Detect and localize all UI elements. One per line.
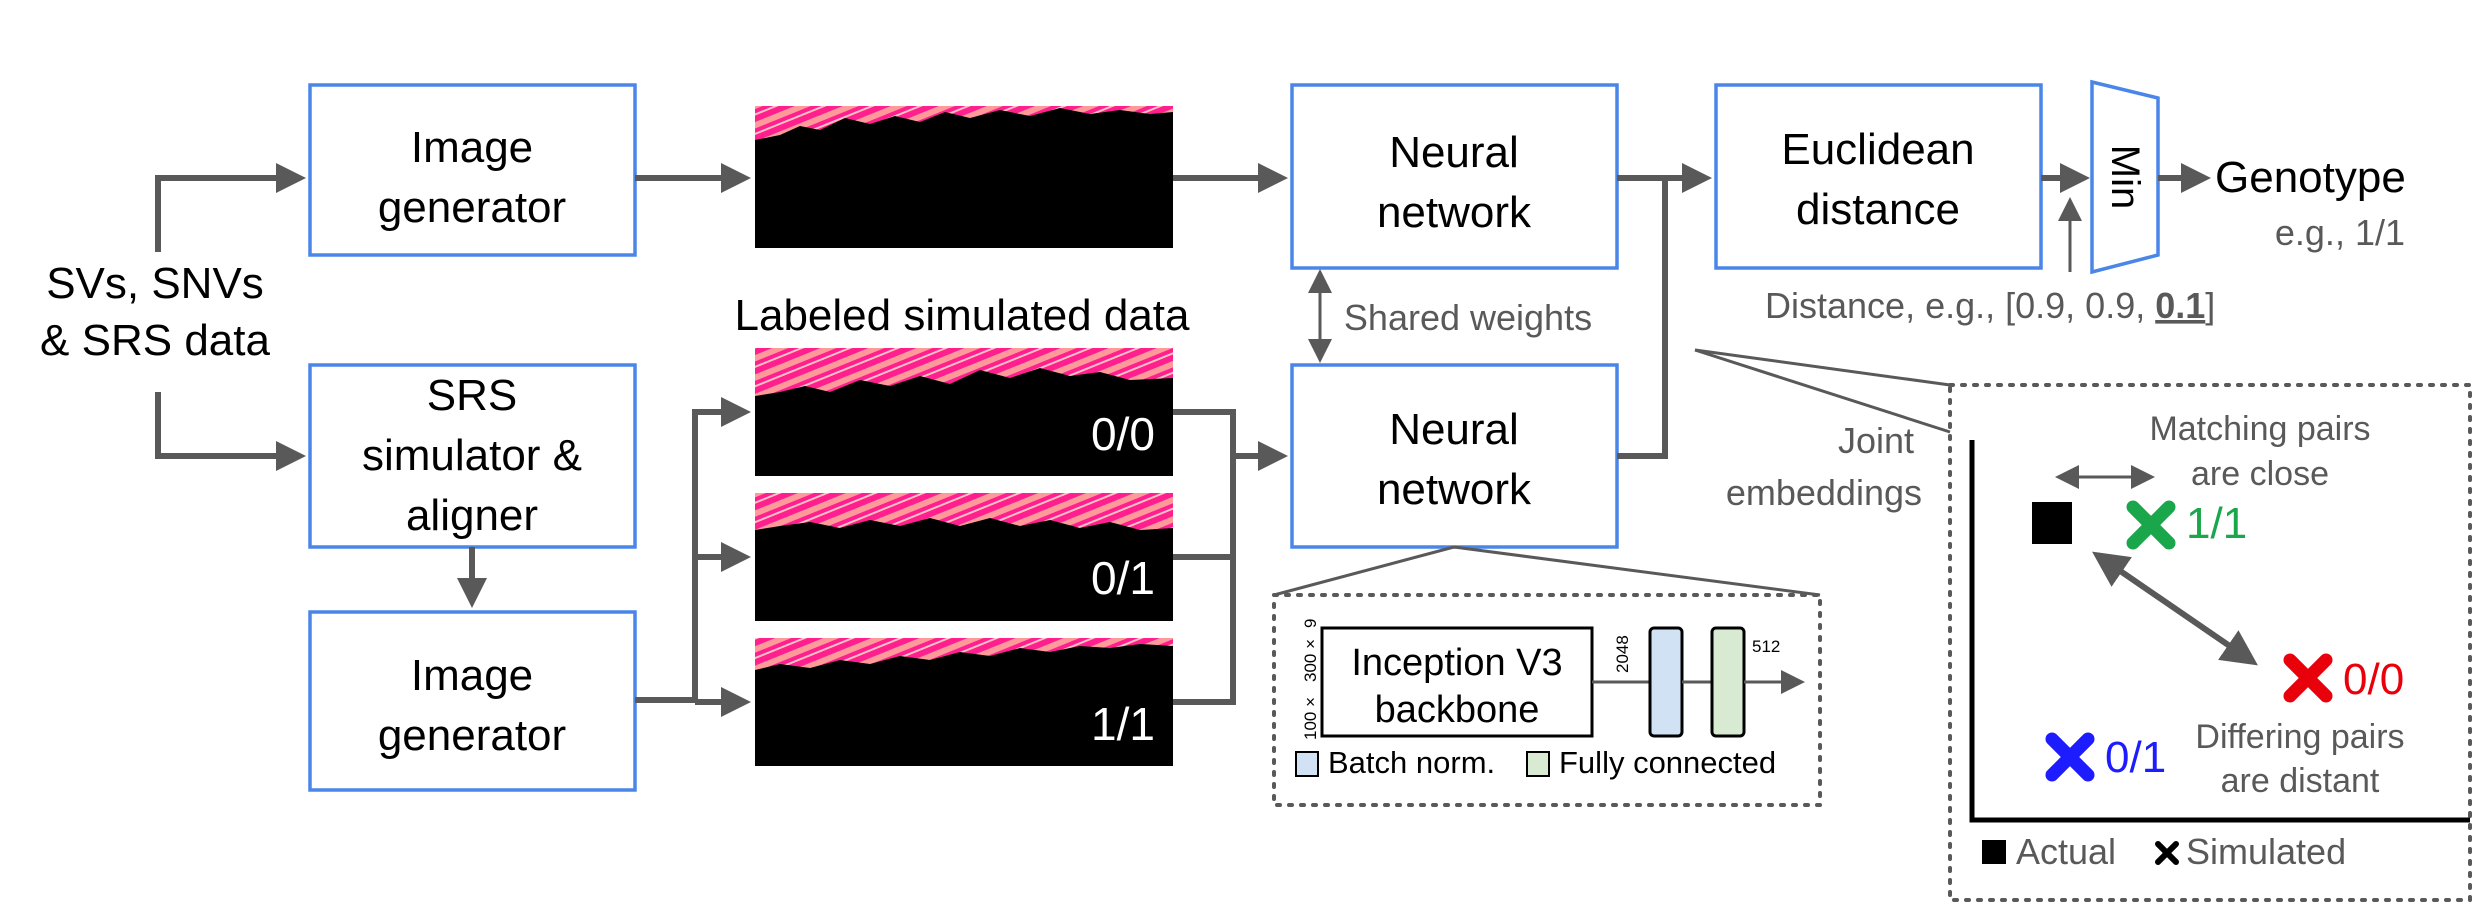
euclidean-distance-box: Euclidean distance [1714, 83, 2043, 270]
actual-point [2032, 502, 2072, 544]
labeled-simulated-title: Labeled simulated data [735, 291, 1191, 340]
genotype-label: Genotype [2215, 153, 2406, 202]
legend-fully-connected-swatch [1526, 751, 1550, 777]
backbone-frame [1272, 593, 1822, 807]
embedding-axes [1969, 440, 2470, 823]
backbone-dim-in-3: 9 [1301, 619, 1320, 628]
image-generator-bottom-line1: Image [411, 651, 533, 700]
distance-prefix: Distance, e.g., [0.9, 0.9, [1765, 285, 2155, 326]
legend-actual-square-icon [1982, 840, 2006, 864]
legend-actual: Actual [2016, 831, 2116, 872]
backbone-dim-in-2: 300 × [1301, 639, 1320, 682]
point-label-11: 1/1 [2186, 499, 2247, 548]
embedding-callout-bottom [1694, 348, 1951, 434]
shared-weights-label: Shared weights [1344, 297, 1592, 338]
simulated-image-11: 1/1 [755, 638, 1173, 766]
legend-fully-connected: Fully connected [1559, 745, 1776, 780]
differing-arrow [2092, 551, 2258, 666]
differing-line1: Differing pairs [2195, 718, 2404, 756]
srs-simulator-frame [308, 363, 637, 549]
distance-suffix: ] [2205, 285, 2215, 326]
image-generator-top-line2: generator [378, 183, 566, 232]
cross-01-icon [2045, 732, 2095, 782]
srs-simulator-line3: aligner [406, 491, 538, 540]
image-generator-top-box: Image generator [308, 83, 637, 257]
neural-network-top-line2: network [1377, 188, 1532, 237]
cross-00-icon [2283, 653, 2333, 703]
joint-embeddings-line1: Joint [1838, 420, 1914, 461]
neural-network-bottom-line1: Neural [1389, 405, 1519, 454]
inception-box [1320, 626, 1594, 738]
image-generator-bottom-line2: generator [378, 711, 566, 760]
embedding-frame [1948, 383, 2472, 902]
image-generator-top-frame [308, 83, 637, 257]
inception-line1: Inception V3 [1351, 642, 1562, 684]
min-trapezoid: Min [2090, 79, 2160, 275]
simulated-image-00: 0/0 [755, 348, 1173, 476]
min-label: Min [2103, 145, 2147, 209]
legend-simulated-cross-icon [2155, 841, 2179, 865]
image-generator-bottom-box: Image generator [308, 610, 637, 792]
legend-simulated: Simulated [2186, 831, 2346, 872]
inception-line2: backbone [1375, 689, 1540, 731]
neural-network-top-line1: Neural [1389, 128, 1519, 177]
backbone-callout-left [1273, 545, 1455, 597]
neural-network-top-box: Neural network [1290, 83, 1619, 270]
arrow-nn-bottom-up [1617, 178, 1668, 459]
flow-arrows [155, 163, 2211, 717]
backbone-dim-out: 512 [1752, 637, 1780, 656]
arrow-to-sim-00 [692, 397, 751, 700]
input-line2: & SRS data [40, 316, 270, 365]
matching-line2: are close [2191, 455, 2329, 493]
simulated-image-01: 0/1 [755, 493, 1173, 621]
input-label: SVs, SNVs & SRS data [40, 259, 270, 365]
simulated-label-01: 0/1 [1091, 552, 1155, 604]
backbone-dim-mid: 2048 [1613, 635, 1632, 673]
srs-simulator-line2: simulator & [362, 431, 582, 480]
euclidean-line2: distance [1796, 185, 1960, 234]
backbone-dim-in-1: 100 × [1301, 697, 1320, 740]
fully-connected-block [1710, 626, 1746, 738]
euclidean-line1: Euclidean [1781, 125, 1974, 174]
embedding-detail: Joint embeddings Matching pairs are clos… [1694, 348, 2472, 902]
neural-network-bottom-box: Neural network [1290, 363, 1619, 549]
image-generator-top-line1: Image [411, 123, 533, 172]
point-label-00: 0/0 [2343, 655, 2404, 704]
legend-batch-norm: Batch norm. [1328, 745, 1495, 780]
neural-network-bottom-line2: network [1377, 465, 1532, 514]
backbone-detail: 100 × 300 × 9 Inception V3 backbone 2048… [1272, 545, 1822, 807]
input-line1: SVs, SNVs [46, 259, 264, 308]
simulated-label-11: 1/1 [1091, 698, 1155, 750]
point-label-01: 0/1 [2105, 733, 2166, 782]
arrow-input-to-image-generator [155, 163, 306, 252]
joint-embeddings-line2: embeddings [1726, 472, 1922, 513]
euclidean-distance-frame [1714, 83, 2043, 270]
image-generator-bottom-frame [308, 610, 637, 792]
simulated-label-00: 0/0 [1091, 408, 1155, 460]
srs-simulator-box: SRS simulator & aligner [308, 363, 637, 549]
embedding-callout-top [1694, 348, 1951, 387]
genotype-example: e.g., 1/1 [2275, 212, 2405, 253]
differing-line2: are distant [2221, 762, 2380, 800]
srs-simulator-line1: SRS [427, 371, 517, 420]
arrow-input-to-srs-simulator [155, 392, 306, 471]
neural-network-top-frame [1290, 83, 1619, 270]
cross-11-icon [2126, 500, 2176, 550]
matching-line1: Matching pairs [2149, 410, 2370, 448]
batch-norm-block [1648, 626, 1684, 738]
min-frame [2090, 79, 2160, 275]
generated-image-top [755, 106, 1173, 248]
legend-batch-norm-swatch [1295, 751, 1319, 777]
distance-example: Distance, e.g., [0.9, 0.9, 0.1] [1765, 285, 2215, 326]
distance-highlight: 0.1 [2155, 285, 2205, 326]
backbone-callout-right [1453, 545, 1821, 597]
neural-network-bottom-frame [1290, 363, 1619, 549]
